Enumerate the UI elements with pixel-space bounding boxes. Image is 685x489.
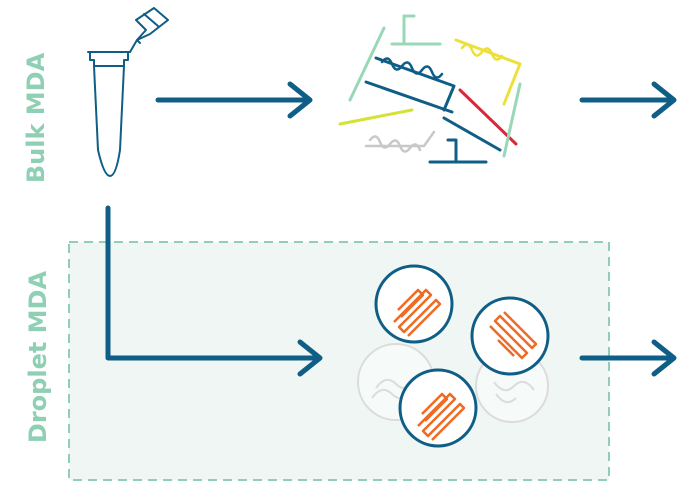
right-arrow-icon xyxy=(155,81,313,119)
droplet-with-dna-icon xyxy=(374,264,454,344)
right-arrow-icon xyxy=(579,339,677,377)
droplet-path-line xyxy=(105,205,323,377)
droplet-with-dna-icon xyxy=(470,296,550,376)
droplet-mda-label: Droplet MDA xyxy=(24,270,52,444)
droplet-with-dna-icon xyxy=(398,368,478,448)
dna-fragments-icon xyxy=(338,14,522,164)
right-arrow-icon xyxy=(579,81,677,119)
bulk-mda-label: Bulk MDA xyxy=(22,52,50,184)
microcentrifuge-tube-icon xyxy=(87,7,169,177)
